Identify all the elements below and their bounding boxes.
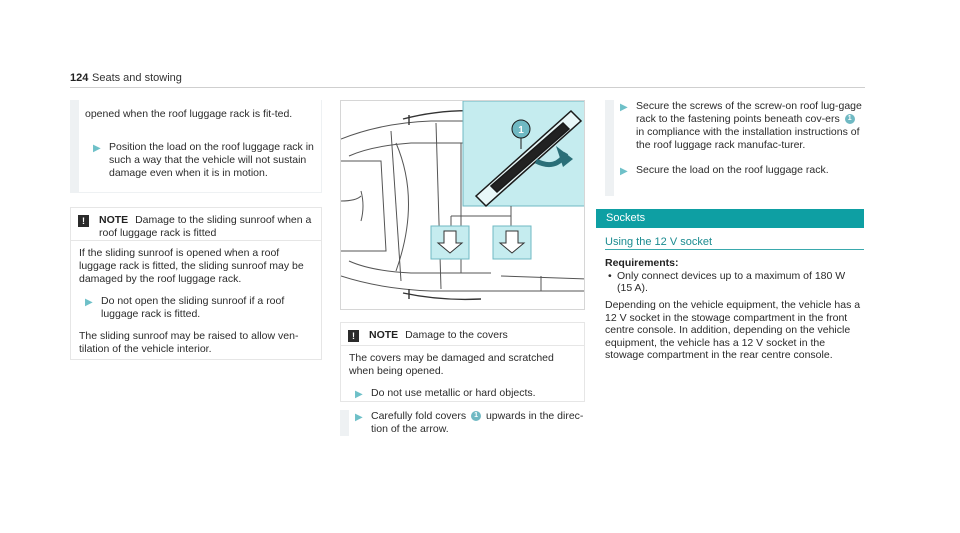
note-paragraph: The covers may be damaged and scratched … — [349, 352, 554, 377]
requirements: Requirements: • Only connect devices up … — [605, 257, 863, 295]
figure-callout: 1 — [518, 125, 524, 136]
note-paragraph: The sliding sunroof may be raised to all… — [79, 330, 299, 355]
step-arrow-icon: ▶ — [620, 102, 628, 113]
step-arrow-icon: ▶ — [355, 389, 363, 400]
section-title: Seats and stowing — [92, 72, 182, 84]
continued-step-block: opened when the roof luggage rack is fit… — [70, 100, 322, 193]
step-text-pre: Secure the screws of the screw-on roof l… — [636, 100, 862, 125]
note-header: ! NOTE Damage to the sliding sunroof whe… — [71, 208, 321, 241]
roof-cover-illustration: 1 — [340, 100, 585, 310]
note-title: Damage to the covers — [405, 329, 508, 341]
step-text: Position the load on the roof luggage ra… — [109, 141, 314, 179]
step-text-post: upwards in the direc-tion of the arrow. — [371, 410, 584, 435]
step-text: Do not open the sliding sunroof if a roo… — [101, 295, 285, 320]
note-body: If the sliding sunroof is opened when a … — [71, 241, 321, 356]
step-text: Do not use metallic or hard objects. — [371, 387, 536, 399]
step-text: Secure the load on the roof luggage rack… — [636, 164, 829, 176]
page-header: 124 Seats and stowing — [70, 72, 865, 88]
step-arrow-icon: ▶ — [93, 143, 101, 154]
step-text-post: in compliance with the installation inst… — [636, 126, 860, 151]
callout-badge: 1 — [471, 411, 482, 422]
socket-paragraph: Depending on the vehicle equipment, the … — [605, 299, 861, 361]
note-step: ▶ Do not use metallic or hard objects. — [349, 387, 576, 400]
fold-covers-step: ▶ Carefully fold covers 1 upwards in the… — [340, 410, 590, 436]
secure-steps-block: ▶ Secure the screws of the screw-on roof… — [605, 100, 863, 196]
note-header: ! NOTE Damage to the covers — [341, 323, 584, 346]
note-box-sunroof: ! NOTE Damage to the sliding sunroof whe… — [70, 207, 322, 360]
instruction-step: ▶ Position the load on the roof luggage … — [79, 141, 319, 180]
page-number: 124 — [70, 72, 89, 84]
warning-icon: ! — [348, 330, 359, 342]
subheading-12v-socket: Using the 12 V socket — [605, 236, 864, 250]
note-label: NOTE — [99, 214, 129, 226]
warning-icon: ! — [78, 215, 89, 227]
note-body: The covers may be damaged and scratched … — [341, 346, 584, 400]
requirement-text: Only connect devices up to a maximum of … — [617, 269, 846, 295]
note-step: ▶ Do not open the sliding sunroof if a r… — [79, 295, 313, 321]
step-arrow-icon: ▶ — [85, 297, 93, 308]
instruction-step: ▶ Secure the screws of the screw-on roof… — [614, 100, 863, 152]
note-label: NOTE — [369, 329, 399, 341]
requirement-item: • Only connect devices up to a maximum o… — [605, 270, 863, 295]
roof-illustration-svg: 1 — [341, 101, 584, 301]
step-text-pre: Carefully fold covers — [371, 410, 467, 422]
step-arrow-icon: ▶ — [620, 166, 628, 177]
instruction-step: ▶ Carefully fold covers 1 upwards in the… — [349, 410, 590, 436]
bullet-icon: • — [608, 269, 612, 282]
continued-text: opened when the roof luggage rack is fit… — [85, 108, 293, 120]
callout-badge: 1 — [844, 114, 855, 125]
note-title: Damage to the sliding sunroof when a roo… — [99, 214, 312, 239]
step-arrow-icon: ▶ — [355, 412, 363, 423]
instruction-step: ▶ Secure the load on the roof luggage ra… — [614, 164, 863, 177]
section-heading-sockets: Sockets — [596, 209, 864, 228]
note-box-covers: ! NOTE Damage to the covers The covers m… — [340, 322, 585, 402]
note-paragraph: If the sliding sunroof is opened when a … — [79, 247, 304, 285]
requirements-label: Requirements: — [605, 257, 679, 269]
